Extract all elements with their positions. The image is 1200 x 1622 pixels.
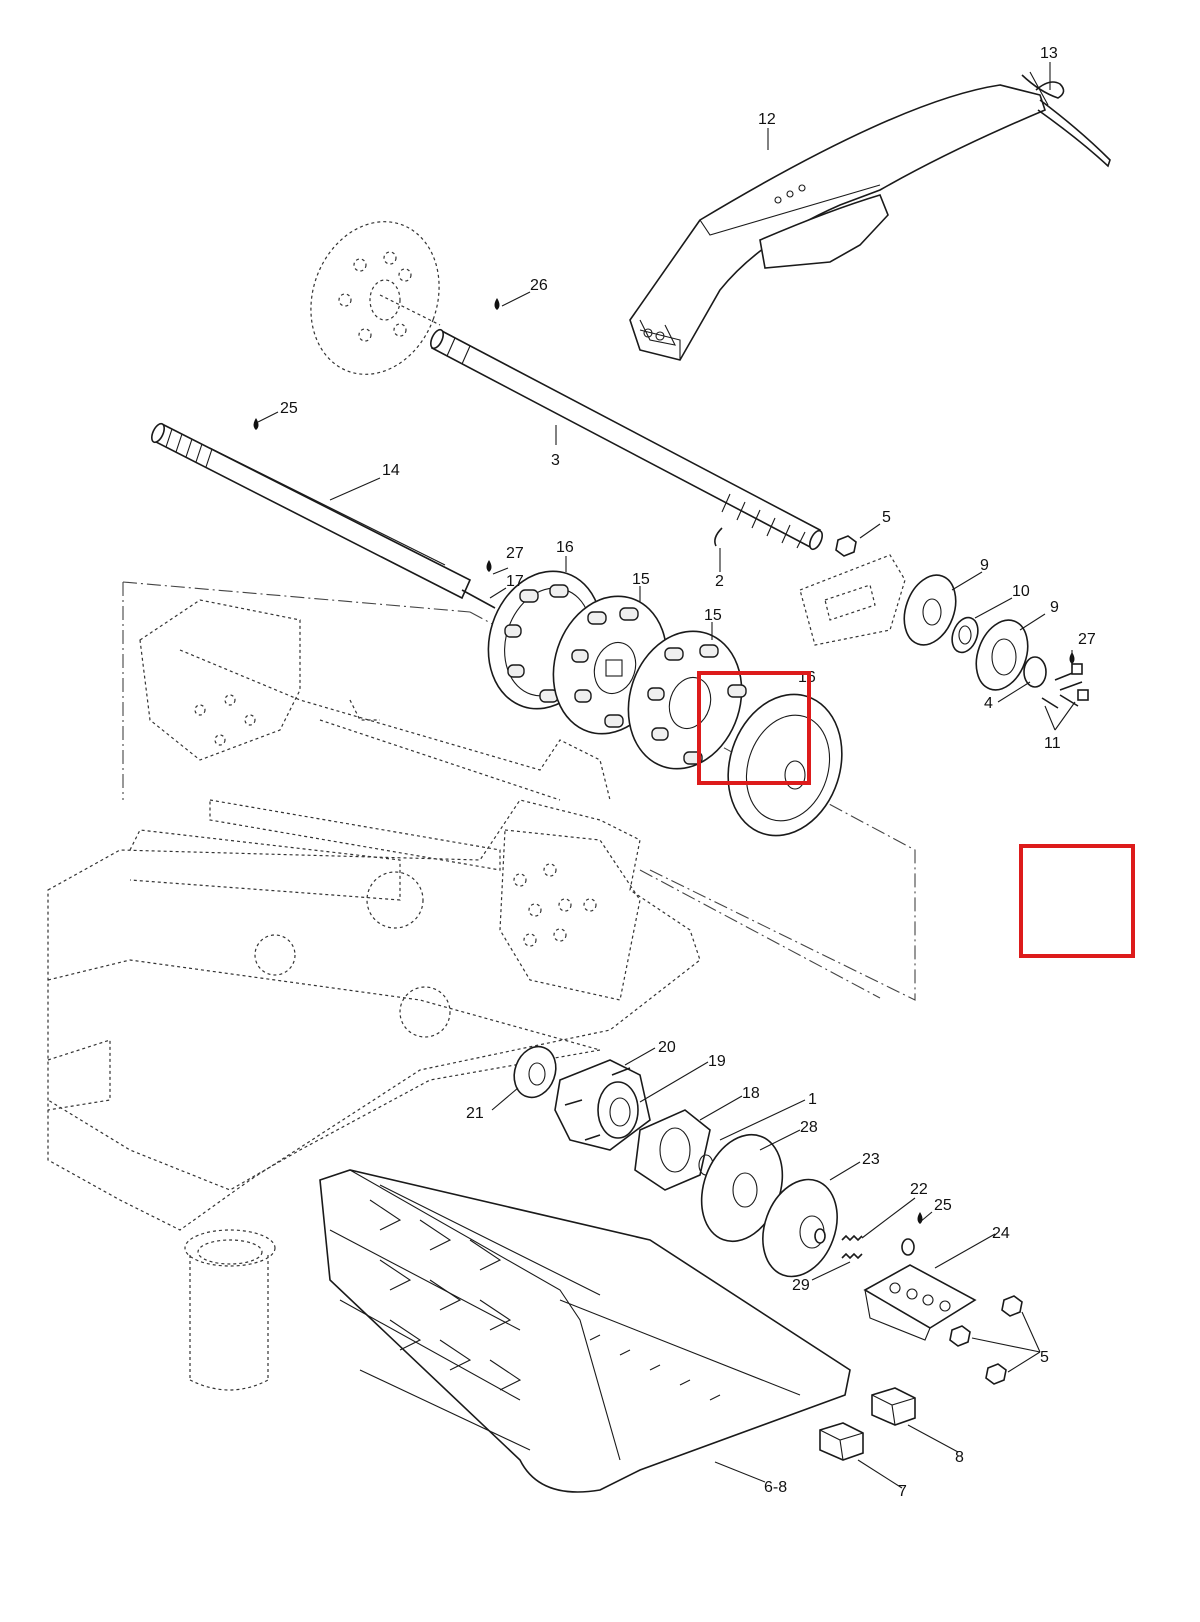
callout-25: 25 xyxy=(934,1197,952,1214)
callout-5: 5 xyxy=(1040,1349,1049,1366)
callout-15: 15 xyxy=(704,607,722,624)
callout-25: 25 xyxy=(280,400,298,417)
callout-9: 9 xyxy=(1050,599,1059,616)
assembly-boundary xyxy=(122,581,916,1001)
oil-drop-icon xyxy=(486,560,492,572)
highlight-box-sprocket xyxy=(697,671,811,785)
callout-17: 17 xyxy=(506,573,524,590)
circlip xyxy=(714,527,723,547)
callout-10: 10 xyxy=(1012,583,1030,600)
track xyxy=(319,1169,851,1493)
callout-23: 23 xyxy=(862,1151,880,1168)
callout-20: 20 xyxy=(658,1039,676,1056)
callout-21: 21 xyxy=(466,1105,484,1122)
callout-28: 28 xyxy=(800,1119,818,1136)
callout-14: 14 xyxy=(382,462,400,479)
leader-lines xyxy=(257,62,1076,1489)
callout-24: 24 xyxy=(992,1225,1010,1242)
highlight-box-empty xyxy=(1019,844,1135,958)
tunnel-cover xyxy=(629,84,1111,361)
callout-5: 5 xyxy=(882,509,891,526)
callout-26: 26 xyxy=(530,277,548,294)
callout-labels: 13 12 26 25 14 3 5 2 27 17 16 15 15 16 9… xyxy=(280,45,1096,1500)
chassis-frame xyxy=(47,599,701,1391)
callout-4: 4 xyxy=(984,695,993,712)
brake-disc xyxy=(310,221,441,375)
callout-2: 2 xyxy=(715,573,724,590)
callout-19: 19 xyxy=(708,1053,726,1070)
callout-29: 29 xyxy=(792,1277,810,1294)
callout-18: 18 xyxy=(742,1085,760,1102)
callout-3: 3 xyxy=(551,452,560,469)
callout-15: 15 xyxy=(632,571,650,588)
drive-shaft-upper xyxy=(430,328,823,551)
callout-1: 1 xyxy=(808,1091,817,1108)
slider-clips xyxy=(819,1387,916,1461)
sprocket-stack xyxy=(487,570,843,837)
clip-part xyxy=(1021,71,1065,106)
callout-13: 13 xyxy=(1040,45,1058,62)
lower-bearing-group xyxy=(513,1045,1023,1385)
oil-drop-icon xyxy=(917,1212,923,1224)
callout-16: 16 xyxy=(556,539,574,556)
drive-shaft-lower xyxy=(151,422,496,609)
callout-12: 12 xyxy=(758,111,776,128)
oil-drop-icon xyxy=(494,298,500,310)
callout-11: 11 xyxy=(1044,735,1061,752)
callout-8: 8 xyxy=(955,1449,964,1466)
callout-27: 27 xyxy=(1078,631,1096,648)
bearing-assembly xyxy=(799,535,1089,709)
callout-27: 27 xyxy=(506,545,524,562)
callout-9: 9 xyxy=(980,557,989,574)
callout-7: 7 xyxy=(898,1483,907,1500)
callout-6-8: 6-8 xyxy=(764,1479,787,1496)
oil-drop-icon xyxy=(253,418,259,430)
callout-22: 22 xyxy=(910,1181,928,1198)
